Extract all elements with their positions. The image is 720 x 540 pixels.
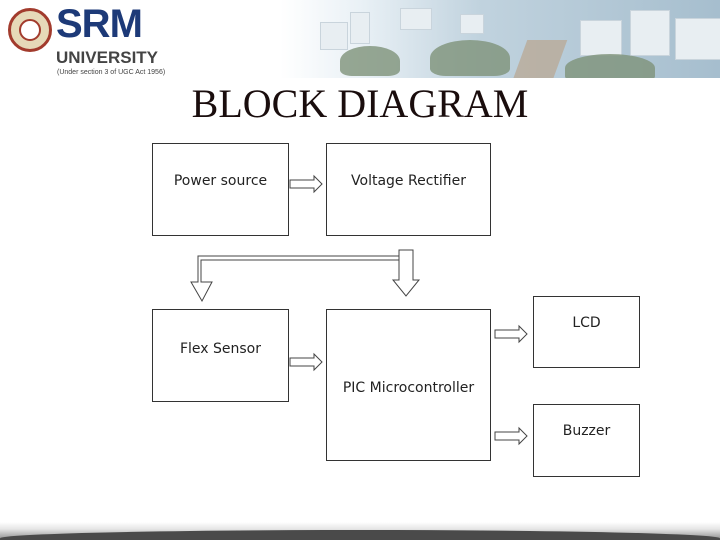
power-source-block: Power source bbox=[152, 143, 289, 236]
pic-microcontroller-label: PIC Microcontroller bbox=[342, 380, 475, 396]
voltage-rectifier-label: Voltage Rectifier bbox=[351, 172, 466, 189]
logo-subtitle: UNIVERSITY bbox=[56, 48, 159, 67]
flex-sensor-label: Flex Sensor bbox=[179, 340, 262, 357]
logo-name: SRM bbox=[56, 2, 143, 46]
arrow-pic-to-buzzer bbox=[494, 426, 528, 446]
lcd-label: LCD bbox=[572, 315, 601, 331]
slide-title: BLOCK DIAGRAM bbox=[191, 81, 529, 126]
arrow-flex-to-pic bbox=[289, 352, 323, 372]
arrow-pic-to-lcd bbox=[494, 324, 528, 344]
buzzer-block: Buzzer bbox=[533, 404, 640, 477]
srm-university-logo: SRM UNIVERSITY (Under section 3 of UGC A… bbox=[6, 2, 166, 82]
footer-curve bbox=[0, 530, 720, 540]
university-seal-icon bbox=[8, 8, 52, 52]
buzzer-label: Buzzer bbox=[562, 423, 611, 439]
campus-photo bbox=[280, 0, 720, 78]
arrow-rectifier-to-flex bbox=[190, 255, 400, 303]
flex-sensor-block: Flex Sensor bbox=[152, 309, 289, 402]
power-source-label: Power source bbox=[173, 172, 268, 189]
footer-band bbox=[0, 522, 720, 540]
voltage-rectifier-block: Voltage Rectifier bbox=[326, 143, 491, 236]
arrow-rectifier-to-pic bbox=[391, 249, 421, 297]
lcd-block: LCD bbox=[533, 296, 640, 368]
pic-microcontroller-block: PIC Microcontroller bbox=[326, 309, 491, 461]
logo-note: (Under section 3 of UGC Act 1956) bbox=[57, 69, 166, 76]
arrow-power-to-rectifier bbox=[289, 174, 323, 194]
